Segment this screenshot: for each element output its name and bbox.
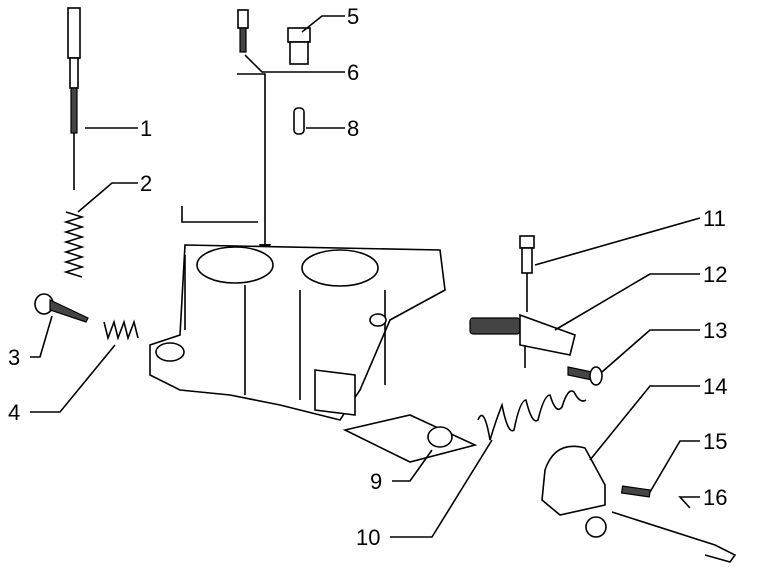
callout-5: 5 bbox=[347, 4, 359, 29]
callout-16: 16 bbox=[703, 485, 727, 510]
part-8-pin bbox=[293, 107, 305, 135]
part-14-housing bbox=[541, 445, 607, 538]
callout-10: 10 bbox=[356, 525, 380, 550]
callout-8: 8 bbox=[347, 116, 359, 141]
part-6-jet bbox=[237, 9, 249, 53]
part-2-spring bbox=[63, 211, 85, 278]
callout-2: 2 bbox=[140, 171, 152, 196]
callout-14: 14 bbox=[703, 374, 727, 399]
part-1-needle bbox=[67, 7, 81, 190]
part-13-screw bbox=[567, 366, 603, 386]
part-9-cover-plate bbox=[342, 414, 478, 463]
callout-9: 9 bbox=[370, 469, 382, 494]
callout-13: 13 bbox=[703, 318, 727, 343]
callout-4: 4 bbox=[8, 400, 20, 425]
callout-12: 12 bbox=[703, 262, 727, 287]
callout-11: 11 bbox=[703, 206, 726, 231]
part-12-throttle-shaft bbox=[469, 313, 576, 368]
callout-6: 6 bbox=[347, 60, 359, 85]
part-10-spring bbox=[477, 390, 587, 441]
part-carburetor-body bbox=[149, 244, 446, 421]
part-16-rod bbox=[611, 511, 737, 563]
part-11-screw bbox=[519, 235, 535, 312]
part-3-screw bbox=[34, 293, 89, 323]
callout-3: 3 bbox=[8, 345, 20, 370]
callout-15: 15 bbox=[703, 429, 727, 454]
part-15-bolt bbox=[620, 485, 651, 498]
assembly-arrow bbox=[181, 73, 271, 258]
leader-lines bbox=[30, 15, 701, 538]
part-5-jet bbox=[287, 27, 311, 65]
part-4-spring bbox=[103, 319, 139, 341]
callout-1: 1 bbox=[140, 116, 152, 141]
